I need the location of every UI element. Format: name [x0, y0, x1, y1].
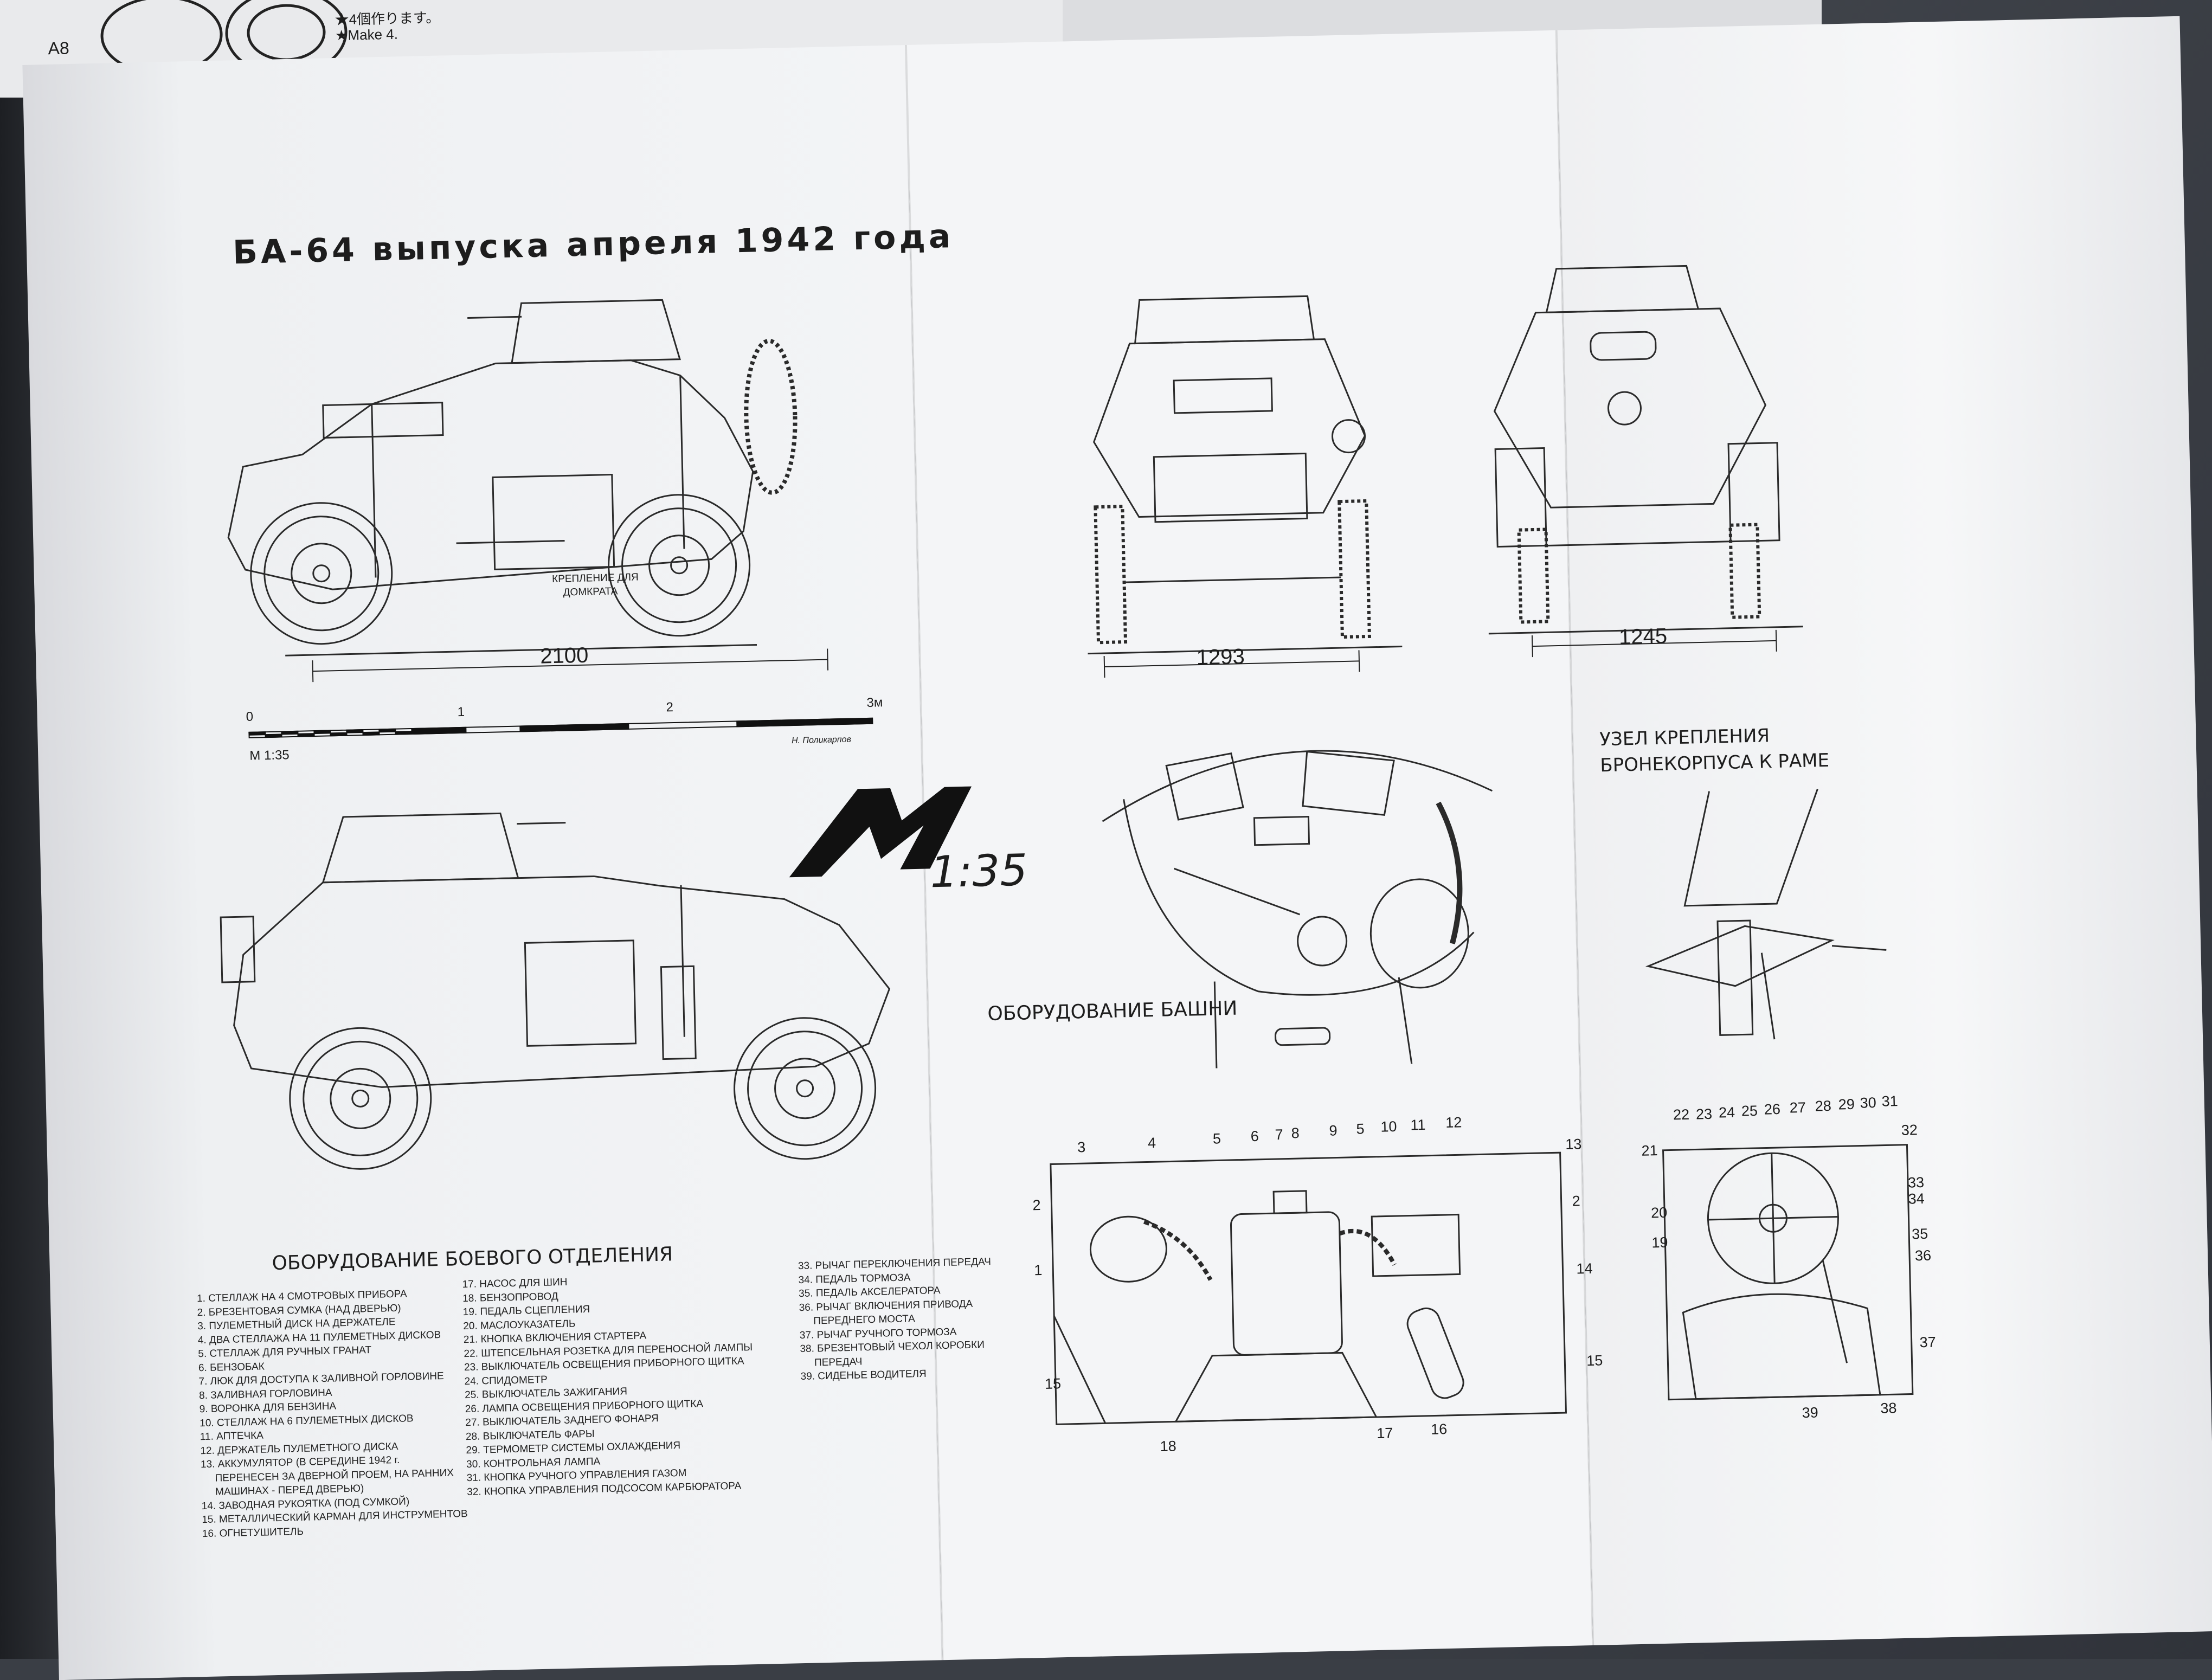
callout-driver: 27 [1789, 1099, 1806, 1116]
mount-detail-drawing [1633, 776, 1899, 1053]
rear-view-drawing [1469, 252, 1814, 650]
scale-bar [249, 712, 900, 749]
front-view-drawing [1069, 272, 1413, 670]
mount-heading-line1: УЗЕЛ КРЕПЛЕНИЯ [1599, 725, 1770, 751]
callout-driver: 29 [1838, 1096, 1855, 1113]
callout-combat: 2 [1572, 1193, 1581, 1209]
callout-driver: 26 [1764, 1100, 1781, 1118]
side-length-dimension: 2100 [539, 643, 589, 668]
callout-combat: 4 [1147, 1135, 1156, 1151]
callout-combat: 18 [1160, 1438, 1177, 1455]
callout-driver: 20 [1650, 1204, 1668, 1221]
callout-combat: 14 [1576, 1260, 1593, 1277]
legend-column-3: 33. РЫЧАГ ПЕРЕКЛЮЧЕНИЯ ПЕРЕДАЧ 34. ПЕДАЛ… [798, 1255, 994, 1384]
driver-station-drawing [1657, 1134, 1924, 1411]
front-track-dimension: 1293 [1196, 645, 1245, 670]
callout-combat: 15 [1044, 1375, 1062, 1392]
callout-driver: 32 [1901, 1122, 1918, 1138]
side-view-right-drawing [213, 771, 954, 1199]
callout-driver: 36 [1914, 1247, 1932, 1264]
dimension-line-rear [1532, 627, 1793, 660]
callout-combat: 15 [1586, 1352, 1603, 1369]
callout-driver: 21 [1641, 1142, 1658, 1159]
callout-driver: 19 [1651, 1234, 1668, 1251]
callout-combat: 8 [1291, 1125, 1300, 1142]
callout-driver: 38 [1880, 1400, 1897, 1417]
callout-combat: 12 [1445, 1114, 1462, 1131]
callout-driver: 24 [1718, 1104, 1735, 1121]
callout-driver: 31 [1881, 1092, 1898, 1110]
scale-tick-1: 1 [457, 704, 465, 720]
callout-driver: 34 [1908, 1190, 1925, 1207]
callout-combat: 13 [1565, 1136, 1582, 1153]
callout-driver: 25 [1741, 1102, 1758, 1119]
scale-tick-3: 3м [866, 695, 883, 710]
side-view-left-drawing [207, 273, 920, 679]
callout-driver: 22 [1673, 1106, 1690, 1123]
legend-column-1: 1. СТЕЛЛАЖ НА 4 СМОТРОВЫХ ПРИБОРА 2. БРЕ… [197, 1286, 468, 1541]
callout-combat: 7 [1275, 1126, 1284, 1143]
logo-scale: 1:35 [929, 845, 1028, 898]
scale-ratio: М 1:35 [249, 748, 290, 763]
callout-driver: 28 [1815, 1097, 1832, 1115]
callout-combat: 16 [1430, 1421, 1448, 1438]
callout-combat: 2 [1032, 1196, 1041, 1214]
callout-combat: 10 [1380, 1118, 1397, 1135]
turret-equipment-drawing [1089, 704, 1520, 1082]
callout-combat: 6 [1250, 1128, 1259, 1145]
dimension-line-front [1104, 647, 1375, 680]
callout-driver: 37 [1919, 1334, 1937, 1351]
rear-track-dimension: 1245 [1618, 624, 1668, 649]
callout-combat: 11 [1410, 1116, 1426, 1134]
callout-combat: 9 [1329, 1122, 1338, 1139]
dimension-line-length [312, 642, 855, 687]
callout-combat: 5 [1212, 1130, 1221, 1147]
legend-column-2: 17. НАСОС ДЛЯ ШИН 18. БЕНЗОПРОВОД 19. ПЕ… [462, 1271, 756, 1499]
scale-tick-0: 0 [246, 709, 254, 724]
scale-tick-2: 2 [666, 700, 674, 715]
callout-combat: 17 [1376, 1425, 1393, 1441]
callout-combat: 1 [1033, 1261, 1043, 1279]
callout-combat: 3 [1077, 1139, 1086, 1156]
callout-driver: 23 [1695, 1105, 1713, 1123]
callout-driver: 30 [1860, 1094, 1877, 1111]
jack-mount-label-2: ДОМКРАТА [563, 585, 618, 598]
callout-combat: 5 [1356, 1121, 1365, 1137]
callout-driver: 35 [1911, 1225, 1928, 1243]
combat-compartment-drawing [1045, 1142, 1572, 1436]
m-logo [789, 786, 972, 878]
callout-driver: 39 [1802, 1404, 1818, 1421]
callout-driver: 33 [1907, 1174, 1925, 1191]
drawing-sheet: БА-64 выпуска апреля 1942 года КРЕПЛЕНИЕ… [22, 0, 2212, 1680]
drawing-author: Н. Поликарпов [791, 735, 852, 746]
jack-mount-label: КРЕПЛЕНИЕ ДЛЯ [551, 571, 639, 585]
